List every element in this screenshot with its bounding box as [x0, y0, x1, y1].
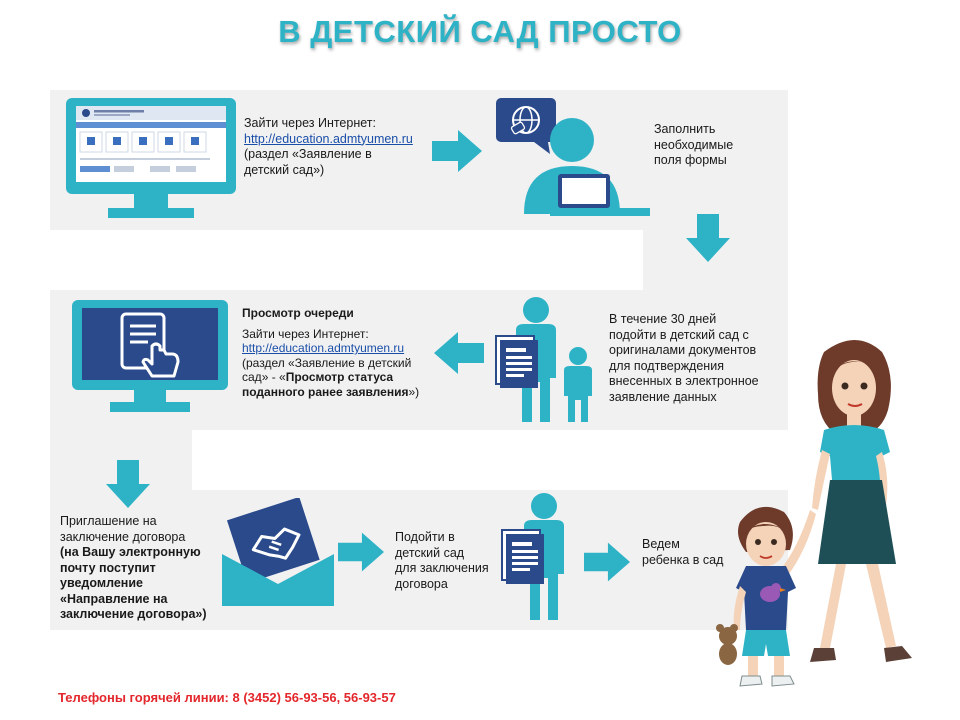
- step5-text: Приглашение на заключение договора (на В…: [60, 514, 207, 621]
- arrow-left-icon: [434, 332, 484, 374]
- monitor-touch-icon: [72, 300, 228, 412]
- arrow-right-2-icon: [338, 532, 384, 572]
- band-row-3: [50, 490, 788, 630]
- arrow-right-3-icon: [584, 542, 630, 582]
- step2-text: Заполнить необходимые поля формы: [654, 122, 734, 167]
- education-link-2[interactable]: http://education.admtyumen.ru: [242, 341, 405, 355]
- monitor-website-icon: [66, 98, 236, 218]
- hotline-text: Телефоны горячей линии: 8 (3452) 56-93-5…: [58, 690, 396, 705]
- mother-child-illustration: [716, 340, 912, 687]
- parent-child-document-icon: [495, 297, 592, 422]
- step1-text: Зайти через Интернет: http://education.a…: [244, 116, 413, 177]
- arrow-right-icon: [432, 130, 482, 172]
- page-title: В ДЕТСКИЙ САД ПРОСТО: [278, 14, 682, 49]
- arrow-down-left-icon: [106, 460, 150, 508]
- step6-text: Подойти в детский сад для заключения дог…: [395, 530, 489, 591]
- education-link[interactable]: http://education.admtyumen.ru: [244, 131, 413, 146]
- step4-text: Просмотр очереди Зайти через Интернет: h…: [242, 306, 420, 399]
- parent-document-icon: [501, 493, 564, 620]
- step3-text: В течение 30 дней подойти в детский сад …: [609, 312, 759, 404]
- step4-heading: Просмотр очереди: [242, 306, 354, 320]
- envelope-handshake-icon: [222, 498, 334, 606]
- person-laptop-icon: [496, 98, 650, 216]
- step7-text: Ведем ребенка в сад: [642, 537, 724, 567]
- arrow-down-icon: [686, 214, 730, 262]
